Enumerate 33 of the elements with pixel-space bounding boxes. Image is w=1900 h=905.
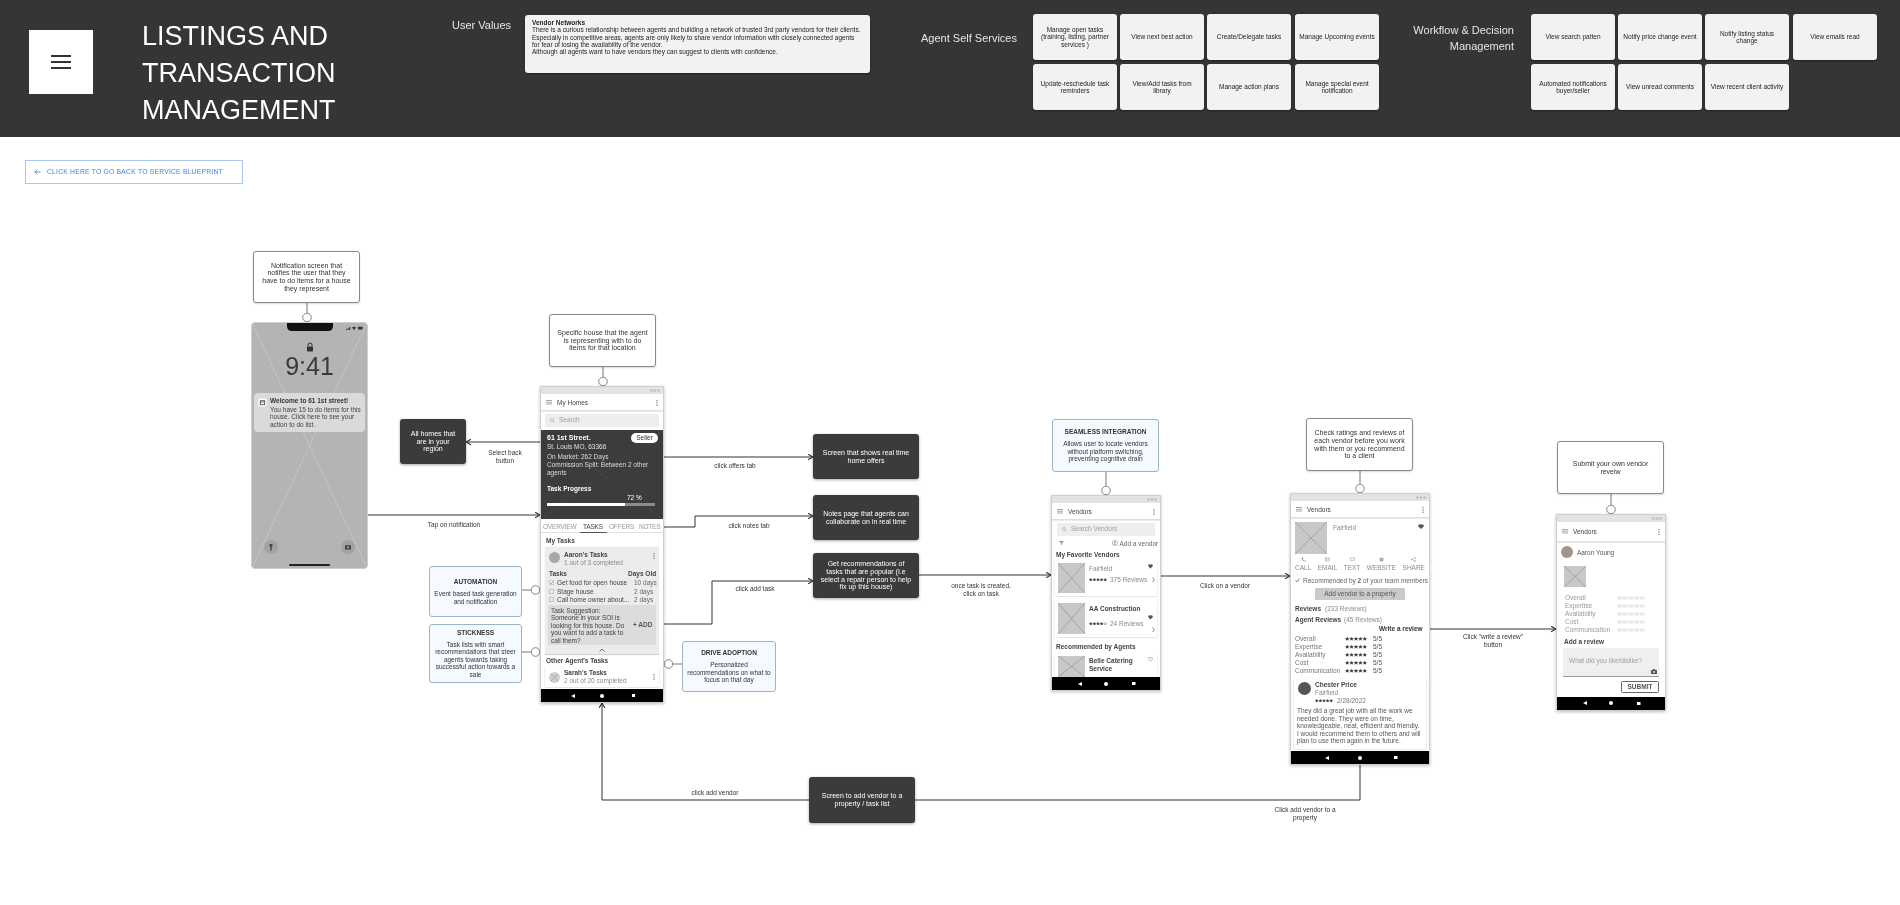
section-label: Workflow & Decision Management: [1412, 23, 1514, 54]
phone-screen-mockup: [1290, 493, 1430, 765]
leader-line: [521, 585, 541, 595]
leader-line: [302, 302, 312, 323]
leader-line: [663, 659, 683, 669]
arrow: [918, 571, 1052, 579]
benefit-callout: [682, 641, 776, 692]
benefit-callout: [1052, 419, 1159, 472]
arrow: [1160, 572, 1291, 580]
clock-time: 9:41: [284, 354, 335, 379]
leader-line: [521, 647, 541, 657]
leader-line: [598, 366, 608, 387]
page-title: LISTINGS AND TRANSACTION MANAGEMENT: [142, 20, 337, 127]
info-card: [525, 15, 870, 73]
arrow: [598, 702, 810, 801]
section-label: Agent Self Services: [921, 32, 1017, 45]
leader-line: [1606, 493, 1616, 515]
arrow: [663, 577, 814, 625]
arrow: [367, 511, 541, 519]
phone-screen-mockup: [1051, 495, 1161, 691]
arrow: [465, 438, 541, 446]
connector-line: [914, 764, 1361, 801]
section-label: User Values: [452, 19, 512, 32]
arrow: [663, 512, 814, 528]
leader-line: [1355, 470, 1365, 494]
benefit-callout: [429, 566, 522, 617]
phone-screen-mockup: [540, 386, 664, 703]
leader-line: [1101, 471, 1111, 496]
arrow: [1429, 625, 1557, 633]
benefit-callout: [429, 624, 522, 683]
phone-screen-mockup: [1556, 514, 1666, 711]
arrow: [663, 453, 814, 461]
phone-screen-mockup: [251, 322, 368, 569]
